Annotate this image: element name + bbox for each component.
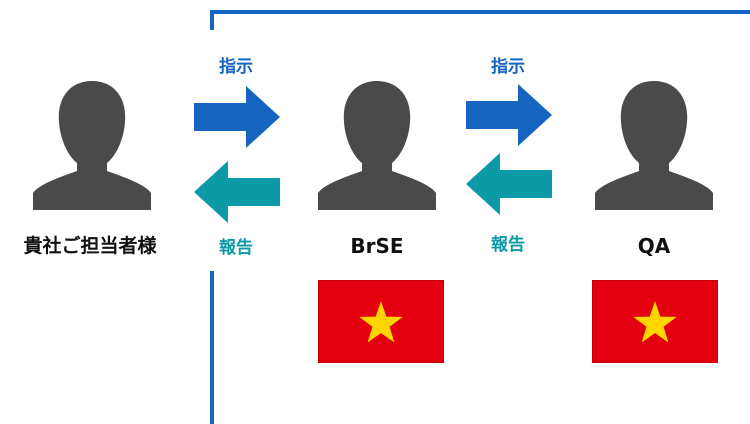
brse-vietnam-flag-icon — [318, 280, 444, 363]
qa-name: QA — [637, 234, 671, 258]
group-bracket-left-lower — [210, 271, 214, 424]
instruction-arrow-1 — [194, 86, 280, 148]
brse-name: BrSE — [350, 234, 404, 258]
instruction-label-1: 指示 — [219, 57, 253, 77]
report-arrow-1 — [194, 161, 280, 223]
client-name: 貴社ご担当者様 — [23, 235, 157, 257]
group-bracket-top — [210, 10, 750, 14]
instruction-arrow-2 — [466, 84, 552, 146]
client-person-icon — [33, 75, 151, 210]
qa-person-icon — [595, 75, 713, 210]
brse-person-icon — [318, 75, 436, 210]
report-label-1: 報告 — [219, 238, 253, 258]
qa-vietnam-flag-icon — [592, 280, 718, 363]
report-label-2: 報告 — [491, 235, 525, 255]
group-bracket-left-upper — [210, 10, 214, 30]
instruction-label-2: 指示 — [491, 57, 525, 77]
report-arrow-2 — [466, 153, 552, 215]
